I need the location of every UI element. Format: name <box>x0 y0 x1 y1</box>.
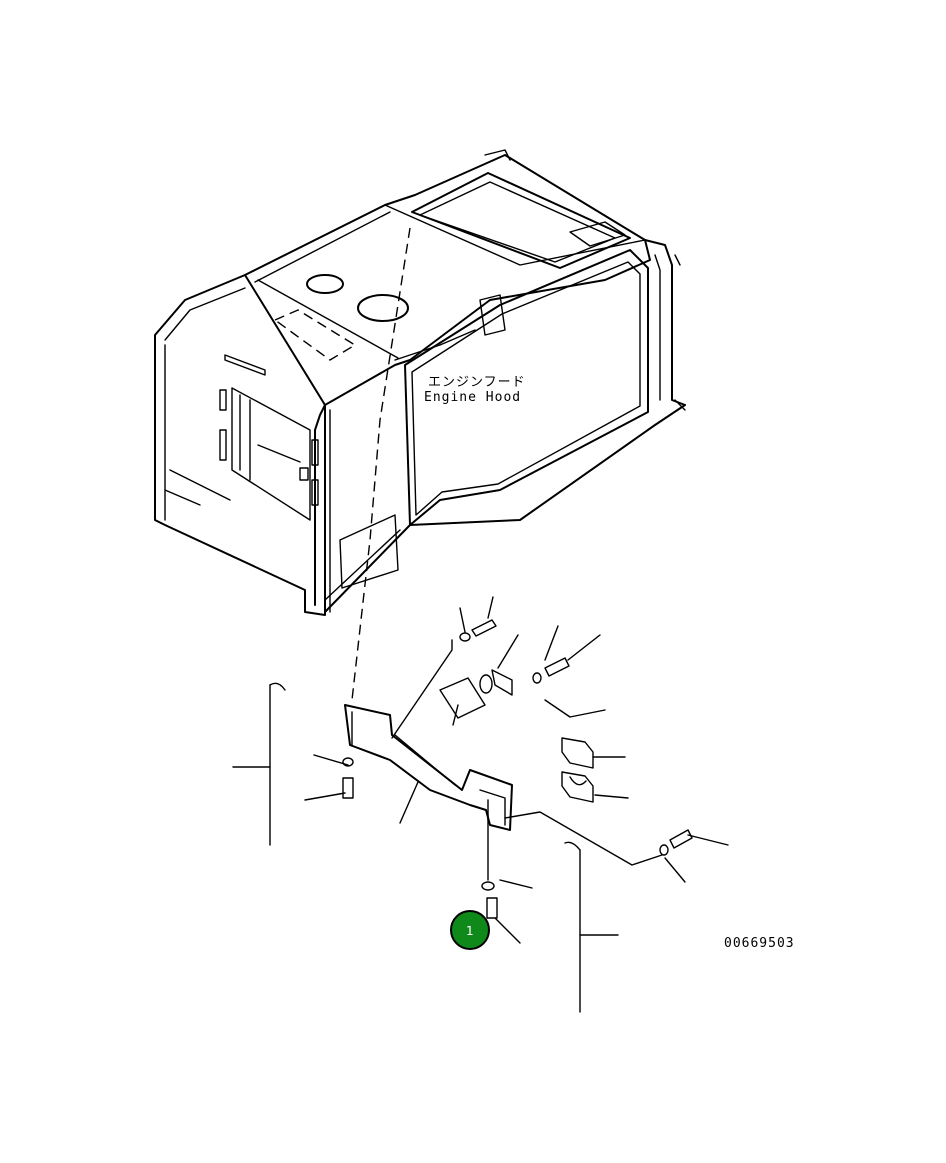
engine-hood-assembly <box>154 149 686 616</box>
bolts-and-washers <box>342 619 693 919</box>
assembly-dashed-line <box>351 227 411 701</box>
part-name-en: Engine Hood <box>424 390 521 405</box>
callout-1-label: 1 <box>466 924 474 938</box>
callout-1-circle[interactable] <box>450 910 490 950</box>
callout-1-marker[interactable]: 1 <box>450 910 490 950</box>
part-name-jp: エンジンフード <box>428 375 526 390</box>
bracket-part <box>344 704 513 831</box>
plate-part <box>439 669 513 719</box>
clamp-blocks <box>561 737 594 803</box>
leader-lines <box>232 596 729 1013</box>
drawing-number: 00669503 <box>724 936 795 951</box>
